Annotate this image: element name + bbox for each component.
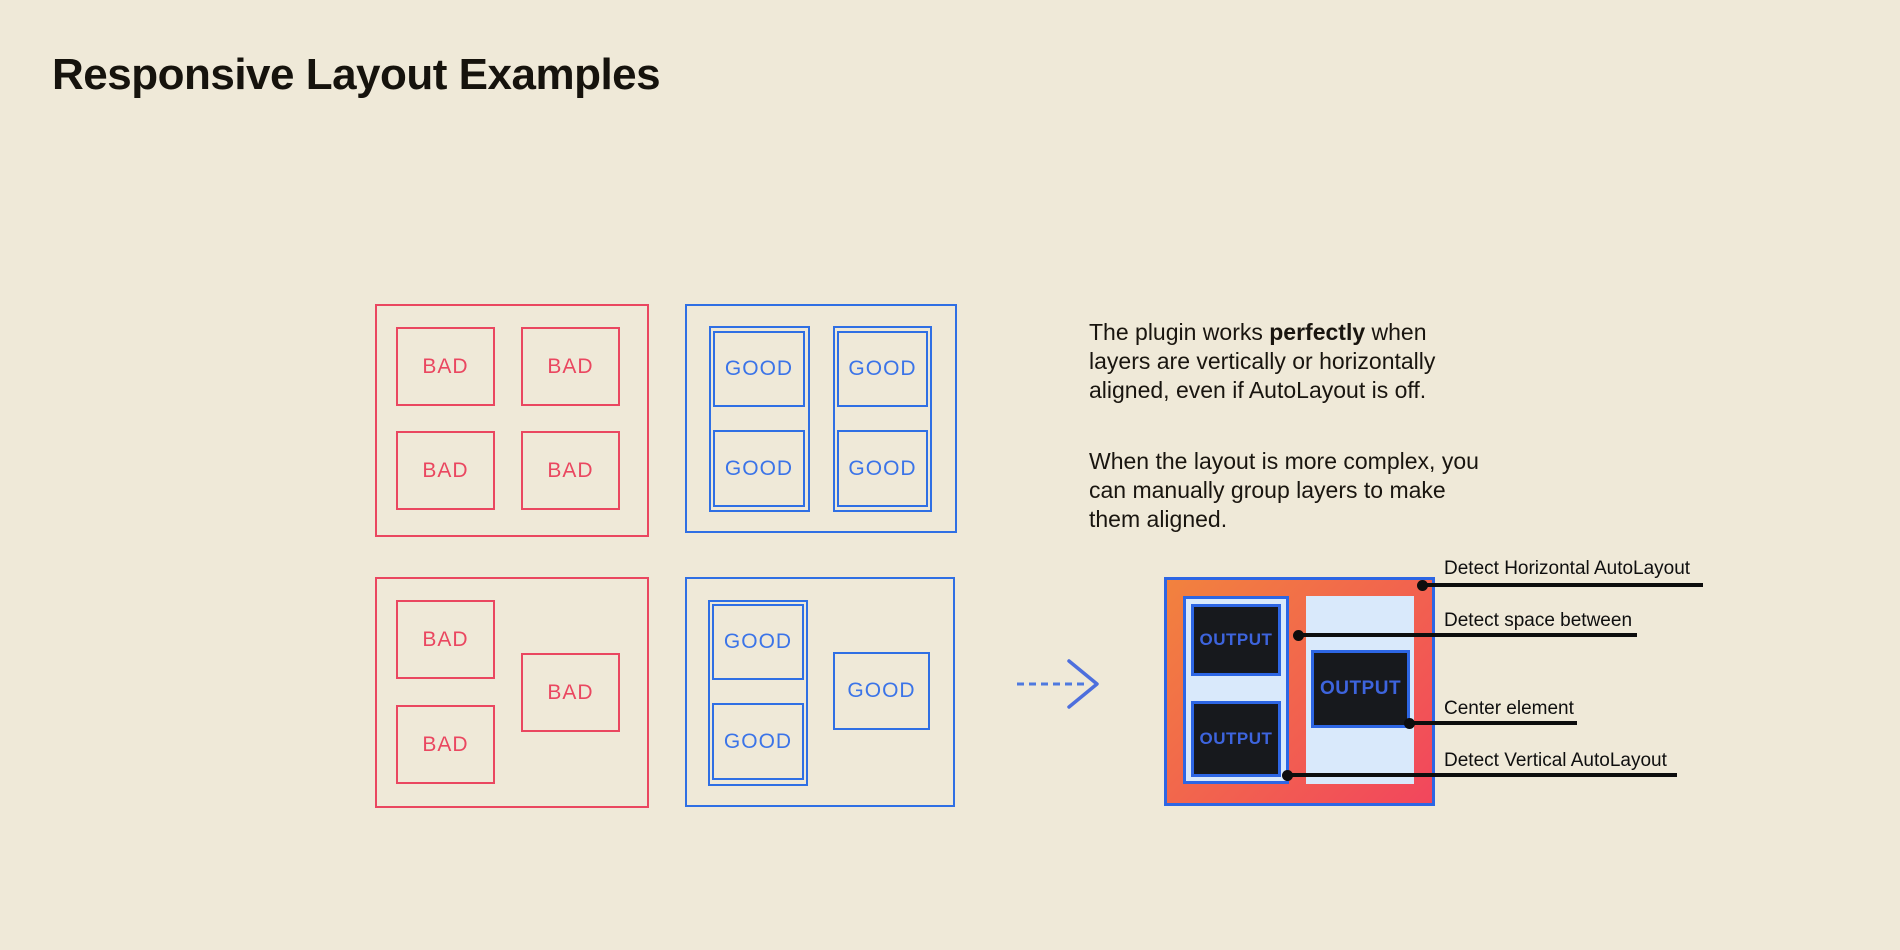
description-line: When the layout is more complex, you: [1089, 448, 1479, 474]
description-line: them aligned.: [1089, 506, 1228, 532]
annotation-label: Detect space between: [1444, 610, 1633, 631]
bad-grid-frame: [375, 304, 649, 537]
good-group-wrapper: [708, 600, 808, 786]
annotation-line: [1409, 721, 1577, 725]
bad-box: BAD: [396, 431, 495, 510]
good-irregular-frame: [685, 577, 955, 807]
good-group-wrapper: [709, 326, 810, 512]
annotation-dot: [1417, 580, 1428, 591]
annotation-line: [1287, 773, 1677, 777]
arrow-right-icon: [1017, 659, 1099, 709]
output-card: OUTPUT: [1311, 650, 1410, 728]
annotation-dot: [1282, 770, 1293, 781]
good-box: GOOD: [712, 604, 804, 680]
good-group-wrapper: [833, 326, 932, 512]
description-line: can manually group layers to make: [1089, 477, 1446, 503]
good-box: GOOD: [713, 331, 805, 407]
annotation-dot: [1293, 630, 1304, 641]
page-title: Responsive Layout Examples: [52, 50, 661, 99]
output-card: OUTPUT: [1191, 701, 1281, 777]
good-box: GOOD: [713, 430, 805, 507]
good-box: GOOD: [712, 703, 804, 780]
annotation-line: [1422, 583, 1703, 587]
bad-box: BAD: [521, 653, 620, 732]
annotation-label: Center element: [1444, 698, 1574, 719]
annotation-line: [1298, 633, 1637, 637]
description-paragraph-1: The plugin works perfectly when layers a…: [1089, 318, 1435, 405]
output-card: OUTPUT: [1191, 604, 1281, 676]
bad-box: BAD: [396, 600, 495, 679]
description-line: aligned, even if AutoLayout is off.: [1089, 377, 1427, 403]
description-paragraph-2: When the layout is more complex, you can…: [1089, 447, 1479, 534]
good-box: GOOD: [833, 652, 930, 730]
description-line: layers are vertically or horizontally: [1089, 348, 1436, 374]
bad-box: BAD: [521, 327, 620, 406]
good-box: GOOD: [837, 331, 928, 407]
annotation-label: Detect Vertical AutoLayout: [1444, 750, 1667, 771]
annotation-label: Detect Horizontal AutoLayout: [1444, 558, 1691, 579]
bad-box: BAD: [396, 327, 495, 406]
good-grid-frame: [685, 304, 957, 533]
bad-box: BAD: [396, 705, 495, 784]
bad-box: BAD: [521, 431, 620, 510]
annotation-dot: [1404, 718, 1415, 729]
bad-irregular-frame: [375, 577, 649, 808]
good-box: GOOD: [837, 430, 928, 507]
description-line: The plugin works perfectly when: [1089, 319, 1427, 345]
